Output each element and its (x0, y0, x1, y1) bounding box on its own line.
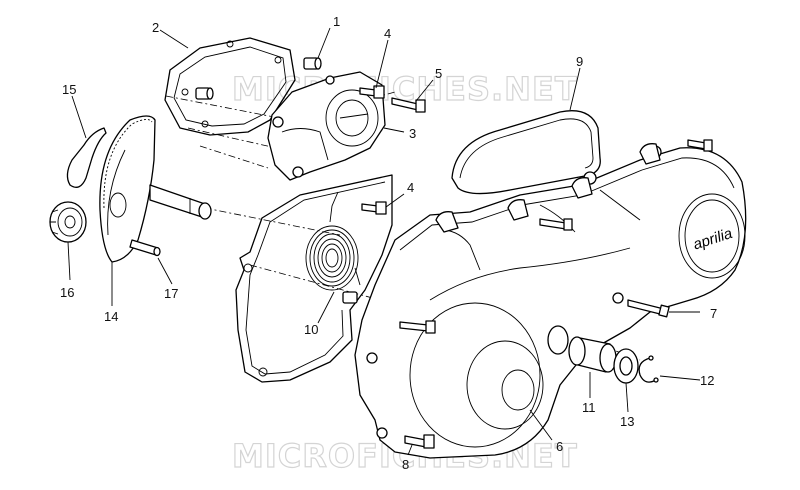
callout-14: 14 (104, 309, 118, 324)
part-13-washer (613, 348, 639, 384)
part-3-gear-housing (267, 71, 386, 181)
callout-10: 10 (304, 322, 318, 337)
callout-3: 3 (409, 126, 416, 141)
callout-12: 12 (700, 373, 714, 388)
part-4-screws (359, 85, 387, 215)
part-11-bushing (568, 336, 617, 373)
callout-16: 16 (60, 285, 74, 300)
callout-9: 9 (576, 54, 583, 69)
callout-17: 17 (164, 286, 178, 301)
part-10-spring (305, 191, 361, 304)
part-14-kickstart-gear (99, 115, 212, 263)
callout-2: 2 (152, 20, 159, 35)
callout-13: 13 (620, 414, 634, 429)
callout-15: 15 (62, 82, 76, 97)
callout-11: 11 (582, 400, 596, 415)
part-8-bolt (404, 434, 435, 449)
part-7-bolts (399, 139, 713, 334)
leader-lines (67, 27, 701, 456)
part-1-dowels (195, 57, 322, 100)
callout-4-middle: 4 (407, 180, 414, 195)
part-16-pinion (49, 201, 87, 243)
part-17-pin (129, 239, 161, 257)
callout-8: 8 (402, 457, 409, 472)
callout-6: 6 (556, 439, 563, 454)
part-6-clutch-cover: aprilia (354, 143, 747, 459)
part-2-gasket (164, 37, 296, 136)
part-15-clip (66, 127, 107, 188)
callout-4-top: 4 (384, 26, 391, 41)
callout-labels: 1 2 3 4 4 5 6 7 8 9 10 11 12 13 14 15 16… (60, 14, 717, 472)
part-9-cover-gasket (235, 110, 601, 383)
callout-5: 5 (435, 66, 442, 81)
callout-7: 7 (710, 306, 717, 321)
part-5-bolt (391, 97, 426, 113)
part-12-circlip (638, 355, 659, 383)
callout-1: 1 (333, 14, 340, 29)
